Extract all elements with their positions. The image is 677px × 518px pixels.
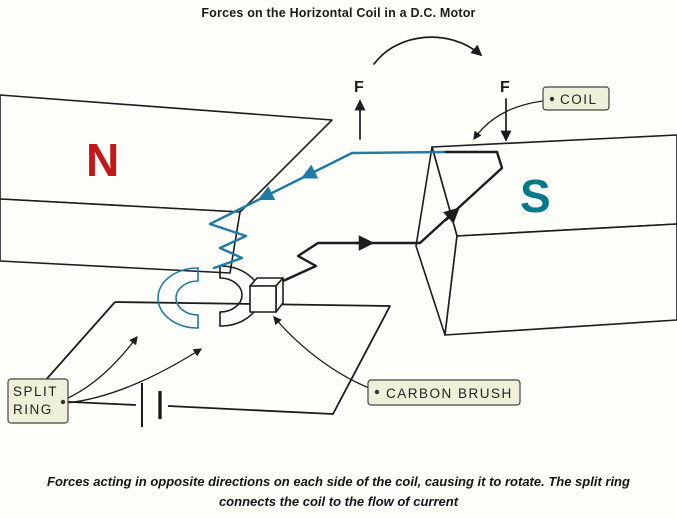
- coil-right-wire: [281, 150, 504, 283]
- split-ring-left-half: [157, 267, 199, 329]
- north-magnet: [0, 94, 333, 274]
- rotation-arrow: [373, 36, 483, 65]
- carbon-brush-leader-line: [273, 316, 378, 392]
- north-magnet-front-face: [0, 198, 241, 274]
- split-ring-leader-line-2: [65, 348, 203, 404]
- coil-label-box: [542, 86, 610, 111]
- coil-leader-line: [473, 99, 552, 141]
- split-ring-label-line1: SPLIT: [13, 384, 58, 399]
- split-ring-label-box: [7, 378, 69, 424]
- force-label-left: F: [354, 79, 364, 96]
- carbon-brush-label: CARBON BRUSH: [386, 386, 513, 401]
- circuit-base: [27, 301, 391, 427]
- circuit-loop: [27, 301, 391, 415]
- current-arrow-left-2: [257, 186, 276, 201]
- carbon-brush: [249, 277, 284, 313]
- caption: Forces acting in opposite directions on …: [0, 472, 677, 512]
- coil-top-wire-blue: [350, 150, 448, 155]
- split-ring-leader-line-1: [63, 335, 138, 401]
- diagram-title: Forces on the Horizontal Coil in a D.C. …: [201, 6, 476, 20]
- carbon-brush-front-face: [249, 285, 277, 313]
- south-magnet-front-face: [444, 223, 677, 336]
- current-arrow-right: [442, 207, 460, 224]
- coil-leader-dot: [549, 96, 555, 102]
- south-pole-label: S: [520, 170, 551, 222]
- caption-line1: Forces acting in opposite directions on …: [47, 473, 630, 489]
- coil-left-wire: [208, 151, 354, 270]
- north-magnet-top-face: [0, 94, 333, 213]
- split-ring-leader-dot: [60, 399, 66, 405]
- coil-callout: COIL: [473, 86, 610, 141]
- force-arrows: [354, 36, 512, 142]
- carbon-brush-label-box: [367, 379, 521, 406]
- force-label-right: F: [500, 79, 510, 96]
- split-ring: [157, 265, 261, 329]
- carbon-brush-callout: CARBON BRUSH: [273, 316, 521, 406]
- coil-label: COIL: [560, 92, 598, 107]
- carbon-brush-leader-dot: [374, 389, 380, 395]
- split-ring-callout: SPLIT RING: [7, 335, 203, 424]
- south-magnet-top-face: [431, 134, 677, 237]
- coil: [208, 150, 504, 283]
- current-arrow-left-1: [300, 164, 319, 179]
- split-ring-label-line2: RING: [13, 402, 53, 417]
- caption-line2: connects the coil to the flow of current: [218, 493, 459, 509]
- south-magnet: [415, 134, 677, 336]
- north-pole-label: N: [86, 134, 119, 186]
